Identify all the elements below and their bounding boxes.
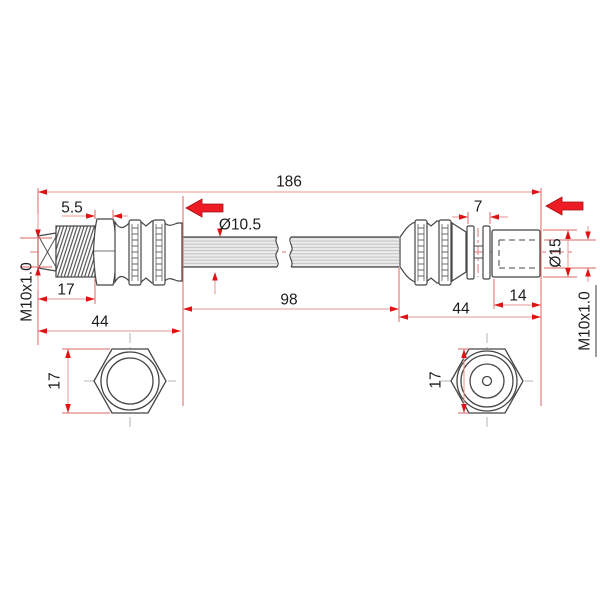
right-collar-knurl-band-2 [438, 219, 452, 286]
dim-right-socket-diameter: Ø15 [547, 238, 565, 268]
right-flange-washer-1 [466, 225, 475, 280]
right-socket-hidden-bore [498, 239, 538, 269]
dim-hose-diameter: Ø10.5 [218, 216, 262, 234]
dim-right-thread-spec: M10x1.0 [576, 291, 594, 351]
hose [183, 236, 399, 268]
left-collar-knurl-band-2 [152, 219, 166, 286]
dim-left-hex-width: 5.5 [61, 199, 83, 217]
right-direction-arrow-icon [545, 196, 584, 216]
left-thread [55, 225, 96, 278]
right-socket-cylinder [491, 229, 541, 278]
dim-left-fitting-length: 44 [91, 313, 109, 331]
left-direction-arrow-icon [185, 198, 224, 218]
right-hex-end-view [450, 348, 524, 414]
left-hex-nut-side [92, 218, 118, 286]
dim-left-thread-spec: M10x1.0 [18, 262, 36, 322]
right-cone [451, 221, 467, 283]
dim-right-socket-length: 14 [509, 287, 527, 305]
dim-left-thread-length: 17 [57, 281, 75, 299]
dim-overall-length: 186 [276, 173, 302, 191]
dimension-arrowheads [35, 189, 591, 413]
dim-hose-middle-length: 98 [280, 291, 298, 309]
left-hex-end-view [93, 348, 167, 414]
dim-right-flange-width: 7 [473, 198, 483, 216]
left-collar-knurl-band-1 [128, 219, 142, 286]
left-collar [114, 219, 183, 285]
dim-right-fitting-length: 44 [452, 300, 470, 318]
right-flange-washer-2 [482, 225, 491, 280]
dim-right-nut-across-flats: 17 [427, 371, 445, 389]
dim-left-nut-across-flats: 17 [46, 372, 64, 390]
direction-arrows [185, 196, 584, 218]
hose-break-lines [275, 236, 293, 268]
right-collar-knurl-band-1 [414, 219, 428, 286]
